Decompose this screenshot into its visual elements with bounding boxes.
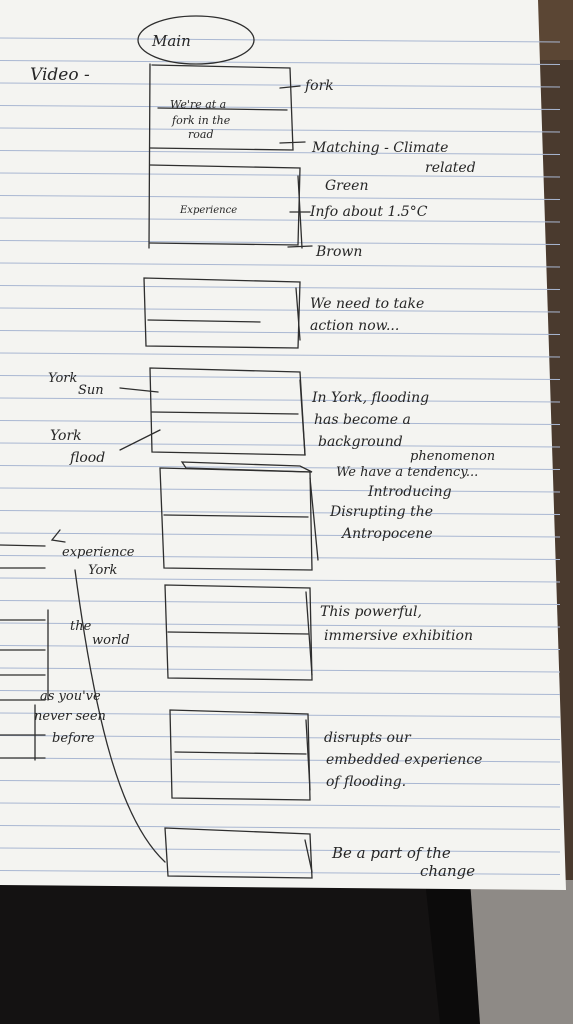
ruled-line — [0, 577, 561, 583]
ruled-line — [0, 667, 561, 673]
ruled-line — [0, 172, 561, 178]
york-flood-line: flood — [69, 450, 105, 466]
introducing-line: Antropocene — [340, 526, 433, 542]
matching-label: Matching - Climate — [311, 140, 448, 156]
ruled-line — [0, 195, 561, 200]
ruled-line — [0, 712, 561, 718]
introducing-line: Disrupting the — [329, 504, 433, 520]
exhibition-line: immersive exhibition — [324, 628, 473, 644]
fork-label: fork — [304, 78, 334, 94]
main-bubble — [137, 15, 255, 65]
ruled-line — [0, 217, 561, 223]
ruled-line — [0, 487, 561, 493]
york-flooding-line: In York, flooding — [311, 390, 429, 406]
world-line: the — [70, 619, 92, 634]
ruled-line — [0, 465, 561, 470]
york-sun-line: York — [48, 371, 77, 386]
ruled-line — [0, 150, 561, 155]
ruled-line — [0, 690, 561, 695]
wireframe-sketch — [0, 15, 319, 879]
ruled-line — [0, 825, 561, 830]
introducing-line: Introducing — [367, 484, 452, 500]
ruled-line — [0, 262, 561, 268]
ruled-line — [0, 285, 561, 290]
ruled-line — [0, 307, 561, 313]
experience-york-line: York — [88, 563, 117, 578]
ruled-line — [0, 735, 561, 740]
ruled-line — [0, 420, 561, 425]
ruled-line — [0, 600, 561, 605]
ruled-line — [0, 330, 561, 335]
ruled-line — [0, 127, 561, 133]
never-seen-line: never seen — [34, 709, 106, 724]
ruled-line — [0, 802, 561, 808]
main-label: Main — [151, 32, 191, 50]
ruled-line — [0, 622, 561, 628]
experience-york-line: experience — [62, 545, 135, 560]
ruled-line — [0, 397, 561, 403]
ruled-line — [0, 442, 561, 448]
york-flooding-line: phenomenon — [410, 449, 495, 464]
never-seen-line: as you've — [40, 689, 101, 704]
fork-road-line: We're at a — [170, 98, 226, 111]
fork-road-line: road — [188, 128, 213, 141]
change-line: change — [420, 862, 475, 880]
never-seen-line: before — [52, 731, 95, 746]
world-line: world — [92, 633, 130, 648]
disrupts-line: embedded experience — [326, 752, 482, 768]
info-label: Info about 1.5°C — [309, 204, 428, 220]
york-flood-line: York — [50, 428, 82, 444]
york-sun-line: Sun — [78, 383, 104, 398]
ruled-line — [0, 510, 561, 515]
ruled-line — [0, 780, 561, 785]
ruled-line — [0, 375, 561, 380]
video-label: Video - — [30, 65, 90, 85]
ruled-line — [0, 645, 561, 650]
ruled-line — [0, 352, 561, 358]
brown-label: Brown — [315, 244, 362, 260]
experience-label: Experience — [179, 205, 237, 216]
tendency-label: We have a tendency... — [336, 465, 478, 480]
ruled-line — [0, 847, 561, 853]
ruled-line — [0, 37, 561, 43]
related-label: related — [425, 160, 476, 176]
ruled-line — [0, 532, 561, 538]
ruled-line — [0, 870, 561, 875]
change-line: Be a part of the — [331, 844, 451, 862]
disrupts-line: of flooding. — [326, 774, 406, 790]
disrupts-line: disrupts our — [324, 730, 412, 746]
exhibition-line: This powerful, — [320, 604, 422, 620]
ruled-line — [0, 757, 561, 763]
ruled-line — [0, 82, 561, 88]
action-line: We need to take — [310, 296, 424, 312]
ruled-line — [0, 60, 561, 65]
ruled-line — [0, 240, 561, 245]
york-flooding-line: background — [318, 434, 403, 450]
ruled-lines — [0, 37, 561, 875]
action-line: action now... — [310, 318, 399, 334]
york-flooding-line: has become a — [314, 412, 411, 428]
ruled-line — [0, 105, 561, 110]
handwritten-notes: Main Video - We're at a fork in the road… — [30, 32, 495, 880]
ruled-line — [0, 555, 561, 560]
green-label: Green — [325, 178, 368, 194]
fork-road-line: fork in the — [171, 114, 231, 127]
